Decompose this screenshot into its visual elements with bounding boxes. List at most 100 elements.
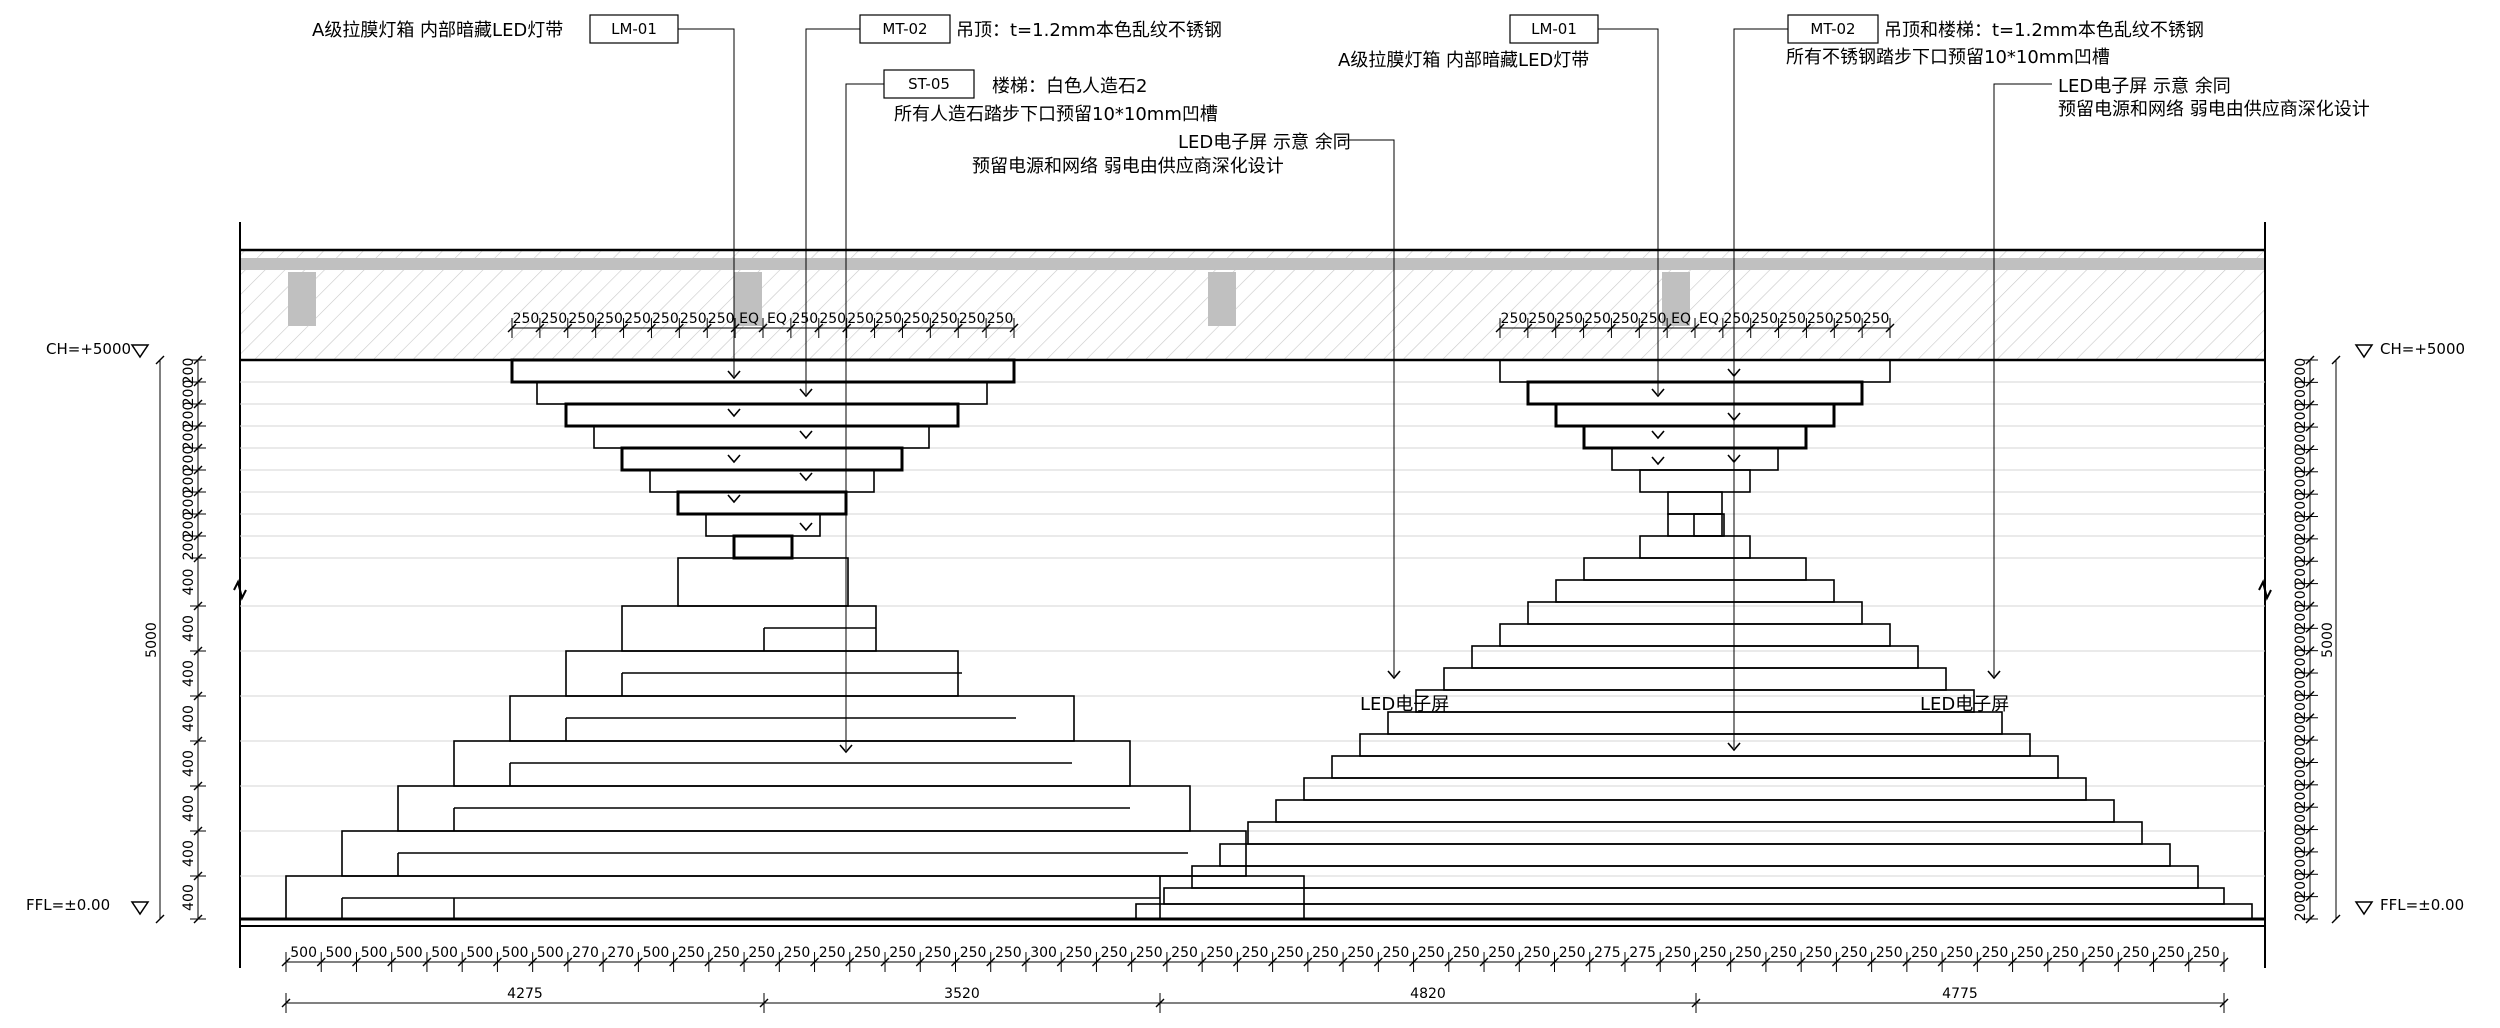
leader-arrow-mt02-right xyxy=(1727,412,1741,422)
top-right-dim-value: 250 xyxy=(1863,311,1890,327)
led-screen-label-right: LED电子屏 xyxy=(1920,694,2009,715)
bottom-dim-value: 250 xyxy=(2158,945,2185,961)
bottom-dim-value: 250 xyxy=(1488,945,1515,961)
svg-text:LED电子屏 示意 余同: LED电子屏 示意 余同 xyxy=(1178,132,1351,153)
bottom-dim-value: 250 xyxy=(1664,945,1691,961)
leader-arrow-lm01-right xyxy=(1651,456,1665,466)
top-right-dim-value: 250 xyxy=(1501,311,1528,327)
top-left-dim-value: 250 xyxy=(987,311,1014,327)
led-screen-label-left: LED电子屏 xyxy=(1360,694,1449,715)
left-vertical-dim-value: 200 xyxy=(181,358,197,385)
callout-led-center: LED电子屏 示意 余同 预留电源和网络 弱电由供应商深化设计 xyxy=(972,132,1351,177)
leader-arrow-mt02-left xyxy=(799,522,813,532)
bottom-dim-value: 500 xyxy=(502,945,529,961)
level-marker-ffl-right: FFL=±0.00 xyxy=(2354,896,2464,916)
bottom-dim-value: 250 xyxy=(819,945,846,961)
bottom-dim-value: 250 xyxy=(1418,945,1445,961)
right-vertical-dim-value: 200 xyxy=(2293,716,2309,743)
left-vertical-dim-value: 200 xyxy=(181,468,197,495)
bottom-dim-value: 250 xyxy=(1383,945,1410,961)
leader-led-center xyxy=(1340,139,1395,676)
dimension-tick xyxy=(155,355,165,365)
svg-text:吊顶：t=1.2mm本色乱纹不锈钢: 吊顶：t=1.2mm本色乱纹不锈钢 xyxy=(956,20,1222,41)
bottom-dim-value: 250 xyxy=(1911,945,1938,961)
bottom-dim-value: 250 xyxy=(1347,945,1374,961)
right-stair-tier xyxy=(1443,667,1947,691)
bottom-dim-value: 250 xyxy=(1770,945,1797,961)
svg-text:LED电子屏 示意 余同: LED电子屏 示意 余同 xyxy=(2058,76,2231,97)
right-vertical-dim-value: 200 xyxy=(2293,514,2309,541)
right-vertical-dim-value: 200 xyxy=(2293,738,2309,765)
top-right-dim-value: 250 xyxy=(1751,311,1778,327)
right-stair-tier xyxy=(1499,623,1891,647)
bottom-dim-value: 500 xyxy=(325,945,352,961)
level-marker-ffl-left: FFL=±0.00 xyxy=(26,896,150,916)
right-stair-tier xyxy=(1415,689,1975,713)
right-stair-tier xyxy=(1163,887,2225,905)
right-vertical-dim-value: 200 xyxy=(2293,626,2309,653)
left-vertical-dim-value: 400 xyxy=(181,615,197,642)
bottom-dim-value: 250 xyxy=(995,945,1022,961)
leader-lm01-left xyxy=(678,28,735,376)
dimension-tick xyxy=(155,914,165,924)
top-left-dim-value: 250 xyxy=(708,311,735,327)
bottom-dim-value: 250 xyxy=(2087,945,2114,961)
bottom-dim-value: 250 xyxy=(1841,945,1868,961)
callout-lm01-right: LM-01 A级拉膜灯箱 内部暗藏LED灯带 xyxy=(1338,14,1599,71)
leader-lm01-right xyxy=(1598,28,1659,394)
bottom-dim-value: 500 xyxy=(396,945,423,961)
level-marker-ch-right: CH=+5000 xyxy=(2354,340,2465,359)
level-marker-ch-left: CH=+5000 xyxy=(46,340,150,359)
svg-text:预留电源和网络 弱电由供应商深化设计: 预留电源和网络 弱电由供应商深化设计 xyxy=(972,156,1284,177)
right-vertical-dim-value: 200 xyxy=(2293,358,2309,385)
right-stair-sculpture xyxy=(1135,359,2253,920)
top-right-dim-value: 250 xyxy=(1723,311,1750,327)
right-upper-tier xyxy=(1554,402,1836,428)
right-stair-tier xyxy=(1219,843,2171,867)
top-left-dim-value: 250 xyxy=(931,311,958,327)
top-right-dim-value: 250 xyxy=(1528,311,1555,327)
right-stair-tier xyxy=(1387,711,2003,735)
left-vertical-dim-value: 400 xyxy=(181,884,197,911)
right-vertical-dim-value: 200 xyxy=(2293,604,2309,631)
right-vertical-dim-value: 200 xyxy=(2293,760,2309,787)
left-vertical-dim-value: 400 xyxy=(181,750,197,777)
top-right-dim-value: 250 xyxy=(1556,311,1583,327)
left-vertical-dim-value: 400 xyxy=(181,660,197,687)
left-vertical-dim-value: 200 xyxy=(181,490,197,517)
top-left-dim-value: 250 xyxy=(875,311,902,327)
svg-text:LM-01: LM-01 xyxy=(1531,20,1577,38)
bottom-dim-value: 250 xyxy=(1277,945,1304,961)
top-right-dim-value: 250 xyxy=(1584,311,1611,327)
dimension-tick xyxy=(2331,355,2341,365)
top-right-dim-value: 250 xyxy=(1807,311,1834,327)
leader-arrow-mt02-left xyxy=(799,472,813,482)
right-vertical-dim-value: 200 xyxy=(2293,403,2309,430)
bottom-dim-value: 250 xyxy=(1206,945,1233,961)
right-vertical-dim-value: 200 xyxy=(2293,492,2309,519)
callout-led-right: LED电子屏 示意 余同 预留电源和网络 弱电由供应商深化设计 xyxy=(2058,76,2370,120)
bottom-dim-value: 500 xyxy=(431,945,458,961)
bottom-dim-value: 250 xyxy=(1735,945,1762,961)
bottom-dim-value: 250 xyxy=(2052,945,2079,961)
bottom-dim-value: 250 xyxy=(2017,945,2044,961)
right-stair-tier xyxy=(1331,755,2059,779)
bottom-dim-value: 270 xyxy=(607,945,634,961)
callout-mt02-left: MT-02 吊顶：t=1.2mm本色乱纹不锈钢 xyxy=(859,14,1222,44)
right-vertical-dim-value: 200 xyxy=(2293,537,2309,564)
leader-arrow-lm01-right xyxy=(1651,388,1665,398)
bottom-dim-value: 250 xyxy=(960,945,987,961)
right-vertical-dim-value: 200 xyxy=(2293,805,2309,832)
bottom-dim-value: 250 xyxy=(1700,945,1727,961)
bottom-dim-value: 250 xyxy=(1242,945,1269,961)
leader-arrow-lm01-left xyxy=(727,454,741,464)
ceiling-slab xyxy=(240,248,2265,362)
right-vertical-dim-value: 200 xyxy=(2293,671,2309,698)
top-right-dim-value: EQ xyxy=(1699,311,1719,327)
top-left-dim-value: 250 xyxy=(624,311,651,327)
left-upper-tier xyxy=(620,446,904,472)
right-vertical-dim-value: 200 xyxy=(2293,693,2309,720)
left-total-dim-value: 5000 xyxy=(144,622,160,658)
